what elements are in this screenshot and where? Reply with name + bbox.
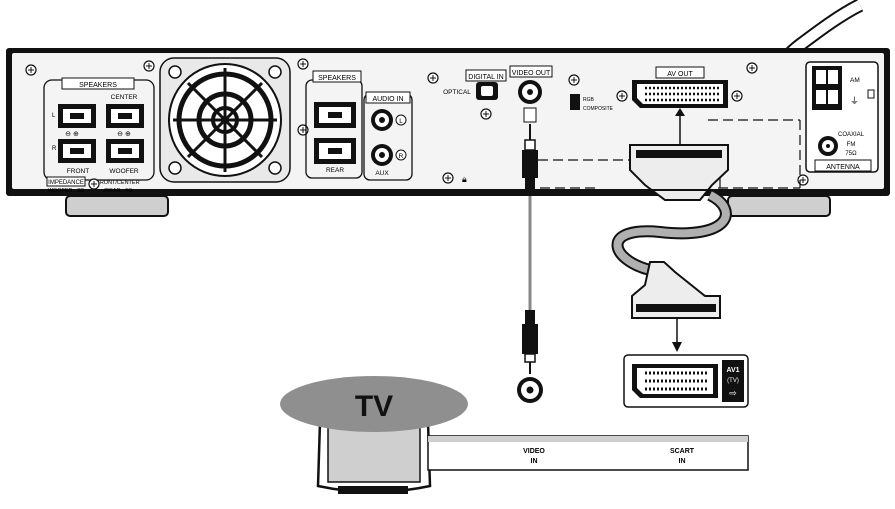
left-foot bbox=[65, 195, 169, 217]
tv-title-oval bbox=[280, 376, 468, 432]
svg-text:⏚: ⏚ bbox=[850, 96, 859, 106]
audio-r-label: R bbox=[399, 153, 404, 160]
audio-l-label: L bbox=[399, 118, 403, 125]
impedance-label: IMPEDANCE bbox=[48, 180, 84, 186]
antenna-label: ANTENNA bbox=[826, 164, 860, 171]
speaker-terminal-rear-r[interactable] bbox=[314, 138, 356, 164]
tv-set bbox=[316, 420, 432, 494]
input-arrow-icon: ⇨ bbox=[729, 388, 737, 398]
am-terminal[interactable] bbox=[812, 66, 842, 110]
scart-in-label: SCART bbox=[670, 448, 695, 455]
left-marker: L bbox=[52, 113, 56, 119]
svg-text:⊖ ⊕: ⊖ ⊕ bbox=[117, 131, 131, 138]
video-in-label-2: IN bbox=[531, 458, 538, 465]
av-out-label: AV OUT bbox=[667, 71, 693, 78]
video-out-label: VIDEO OUT bbox=[512, 70, 551, 77]
speaker-terminal-rear-l[interactable] bbox=[314, 102, 356, 128]
svg-text:⊖ ⊕: ⊖ ⊕ bbox=[65, 131, 79, 138]
right-foot bbox=[727, 195, 831, 217]
speaker-terminal-center[interactable] bbox=[106, 104, 144, 128]
audio-in-label: AUDIO IN bbox=[372, 96, 403, 103]
speaker-terminal-woofer[interactable] bbox=[106, 139, 144, 163]
speakers-label-right: SPEAKERS bbox=[318, 75, 356, 82]
rgb-composite-switch[interactable] bbox=[570, 94, 580, 110]
audio-in-r-jack[interactable] bbox=[371, 144, 393, 166]
aux-label: AUX bbox=[375, 170, 389, 177]
center-label: CENTER bbox=[111, 94, 138, 101]
rca-plug-bottom bbox=[522, 310, 538, 374]
right-marker: R bbox=[52, 146, 57, 152]
av-out-scart-port[interactable] bbox=[632, 80, 728, 108]
video-in-label: VIDEO bbox=[523, 448, 545, 455]
am-label: AM bbox=[850, 77, 860, 84]
front-center-spec: FRONT/CENTER bbox=[96, 180, 139, 186]
optical-label: OPTICAL bbox=[443, 89, 471, 96]
svg-text:🔒︎: 🔒︎ bbox=[462, 174, 467, 184]
tv-input-panel bbox=[427, 435, 749, 471]
speaker-terminal-front-l[interactable] bbox=[58, 104, 96, 128]
video-out-jack[interactable] bbox=[518, 80, 542, 104]
rca-plug-top bbox=[522, 124, 538, 194]
scart-in-label-2: IN bbox=[679, 458, 686, 465]
speakers-label-left: SPEAKERS bbox=[79, 82, 117, 89]
optical-jack[interactable] bbox=[476, 82, 498, 100]
rear-spec: /REAR : 6Ω bbox=[104, 188, 133, 194]
av1-label: AV1 bbox=[726, 367, 739, 374]
cooling-fan bbox=[159, 57, 291, 183]
fm-coaxial-jack[interactable] bbox=[818, 136, 838, 156]
fm-label: FM bbox=[847, 142, 856, 148]
tv-scart-port[interactable] bbox=[623, 354, 749, 408]
composite-label: COMPOSITE bbox=[583, 106, 614, 112]
scart-plug-top bbox=[629, 144, 729, 201]
woofer-spec: WOOFER : 3Ω bbox=[48, 188, 85, 194]
speaker-terminal-front-r[interactable] bbox=[58, 139, 96, 163]
scart-plug-bottom bbox=[631, 261, 721, 319]
rear-label: REAR bbox=[326, 167, 344, 174]
woofer-label: WOOFER bbox=[109, 168, 139, 175]
coaxial-label: COAXIAL bbox=[838, 132, 865, 138]
tv-title: TV bbox=[355, 390, 393, 423]
front-label: FRONT bbox=[67, 168, 89, 175]
fm-ohm-label: 75Ω bbox=[845, 151, 857, 157]
rgb-label: RGB bbox=[583, 97, 595, 103]
tv-video-in-jack[interactable] bbox=[517, 377, 543, 403]
digital-in-label: DIGITAL IN bbox=[468, 74, 503, 81]
av1-tv-label: (TV) bbox=[727, 378, 739, 384]
audio-in-l-jack[interactable] bbox=[371, 109, 393, 131]
